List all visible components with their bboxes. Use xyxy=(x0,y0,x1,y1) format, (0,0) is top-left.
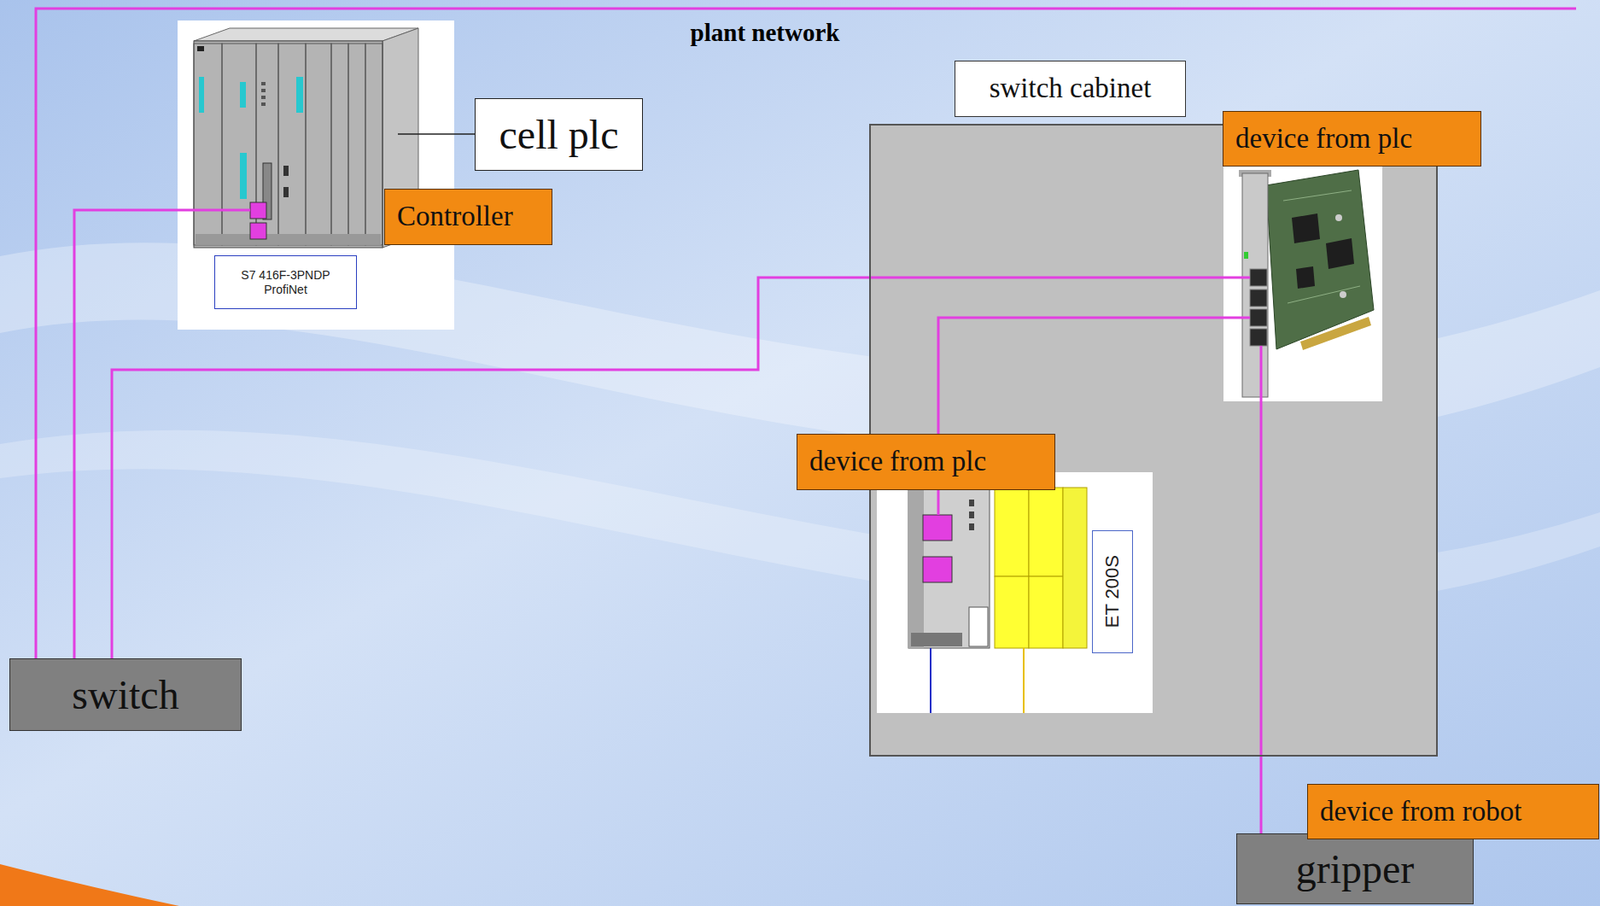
circuit-board xyxy=(1266,169,1374,350)
callout-box: cell plc xyxy=(474,98,643,171)
node-text: gripper xyxy=(1296,845,1415,893)
terminal-strip xyxy=(910,632,963,647)
module xyxy=(193,43,222,246)
cable xyxy=(1022,648,1025,713)
controller-tag: Controller xyxy=(384,188,553,246)
network-cable xyxy=(1223,316,1250,320)
rack-front xyxy=(193,40,383,248)
node-text: cell plc xyxy=(499,110,619,158)
node-text: device from plc xyxy=(1235,122,1413,156)
rack-base xyxy=(195,233,381,246)
network-cable xyxy=(1260,345,1263,402)
bracket xyxy=(1242,173,1268,398)
cabinet-heading: switch cabinet xyxy=(954,60,1186,117)
chip xyxy=(1291,213,1320,244)
leader-line xyxy=(454,133,475,135)
network-cable xyxy=(177,209,251,212)
led xyxy=(261,88,266,93)
trace xyxy=(1287,286,1361,304)
node-text: device from robot xyxy=(1319,795,1522,829)
node-text: switch xyxy=(71,671,179,719)
ethernet-port xyxy=(1249,309,1268,327)
io-module xyxy=(1028,487,1063,577)
gripper-box: gripperdevice from robot xyxy=(1236,833,1474,905)
ethernet-port xyxy=(250,202,267,219)
led xyxy=(969,523,975,531)
module xyxy=(278,43,306,246)
indicator xyxy=(296,76,304,113)
module xyxy=(305,43,332,246)
led xyxy=(969,511,975,519)
module-side xyxy=(908,487,924,649)
io-module xyxy=(1028,576,1063,649)
cable xyxy=(929,648,932,713)
slot xyxy=(283,186,289,198)
rack-top xyxy=(193,28,419,41)
module-label: ET 200S xyxy=(1091,530,1133,654)
network-cable xyxy=(1260,401,1263,834)
ethernet-port xyxy=(1249,289,1268,307)
ethernet-port xyxy=(922,514,952,541)
orange-swoosh xyxy=(0,864,180,906)
leader-line xyxy=(397,133,455,135)
network-cable xyxy=(111,277,1224,659)
device-tag: device from plc xyxy=(1222,110,1482,167)
io-module xyxy=(994,576,1029,649)
network-cable xyxy=(1223,276,1250,280)
switch-box: switch xyxy=(9,658,242,731)
led xyxy=(1243,251,1249,259)
indicator xyxy=(239,81,246,108)
plc-panel: ControllerS7 416F-3PNDP ProfiNet xyxy=(177,20,455,330)
led xyxy=(261,102,266,106)
switch-knob xyxy=(197,46,205,52)
network-cable xyxy=(74,210,178,659)
card-illustration xyxy=(1223,166,1383,402)
module xyxy=(331,43,349,246)
module xyxy=(365,43,383,246)
network-card-panel: device from plc xyxy=(1223,166,1383,402)
led xyxy=(261,81,266,86)
power-module xyxy=(969,607,988,647)
model-label: S7 416F-3PNDP ProfiNet xyxy=(214,255,357,310)
edge-connector xyxy=(1300,316,1372,351)
module xyxy=(348,43,366,246)
node-text: Controller xyxy=(397,200,514,234)
plant-network-line xyxy=(35,8,1577,659)
ethernet-port xyxy=(922,556,952,583)
led xyxy=(969,499,975,507)
chip xyxy=(1296,266,1315,289)
node-text: switch cabinet xyxy=(989,72,1152,106)
chip xyxy=(1325,238,1355,269)
device-tag: device from robot xyxy=(1307,783,1600,840)
ethernet-port xyxy=(1249,268,1268,287)
node-text: S7 416F-3PNDP ProfiNet xyxy=(220,268,351,296)
component xyxy=(1339,291,1347,298)
device-tag: device from plc xyxy=(796,433,1056,491)
io-module xyxy=(1062,487,1087,649)
network-label: plant network xyxy=(690,18,841,47)
trace xyxy=(1283,190,1352,201)
node-text: device from plc xyxy=(809,445,987,479)
head-module xyxy=(908,487,990,649)
component xyxy=(1335,214,1343,222)
ethernet-port xyxy=(1249,328,1268,346)
et200s-panel: device from plcET 200S xyxy=(876,472,1153,713)
io-module xyxy=(994,487,1029,577)
node-text: ET 200S xyxy=(1101,554,1123,628)
switch-cabinet: switch cabinet device from plc device fr… xyxy=(869,123,1438,757)
slot xyxy=(283,165,289,176)
indicator xyxy=(198,76,205,113)
ethernet-port xyxy=(250,222,267,240)
indicator xyxy=(239,152,247,199)
led xyxy=(261,95,266,100)
